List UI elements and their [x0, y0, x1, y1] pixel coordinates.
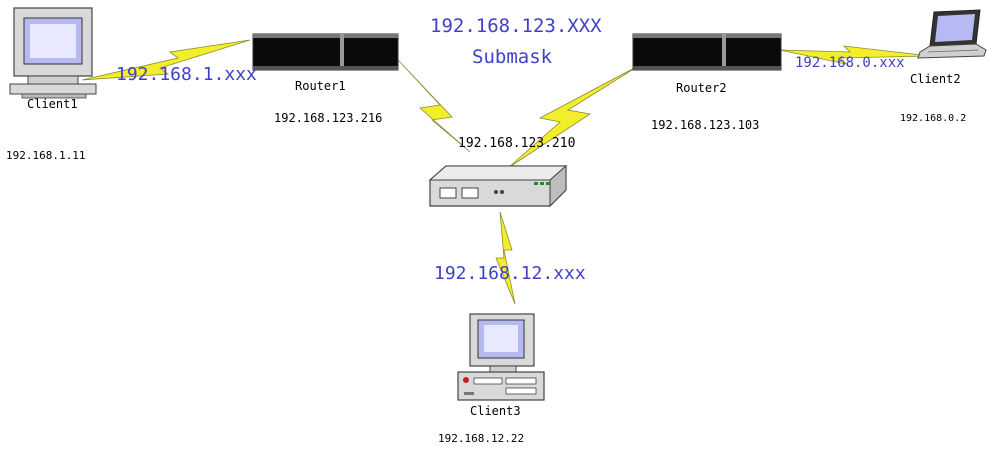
subnet-client2-label: 192.168.0.xxx [795, 55, 905, 71]
hub-switch-icon[interactable] [428, 164, 568, 208]
network-label: 192.168.123.XXX [430, 15, 602, 37]
client2-laptop-icon[interactable] [917, 9, 987, 59]
submask-label: Submask [472, 46, 553, 68]
router2-label: Router2 [676, 81, 727, 95]
router1-label: Router1 [295, 79, 346, 93]
link-client1-router1 [81, 39, 251, 81]
client3-computer-icon[interactable] [457, 313, 545, 401]
router2-icon[interactable] [632, 33, 782, 71]
subnet-client3-label: 192.168.12.xxx [434, 263, 586, 284]
link-router2-hub [507, 64, 641, 169]
router1-ip: 192.168.123.216 [274, 111, 382, 125]
router1-icon[interactable] [252, 33, 399, 71]
hub-ip: 192.168.123.210 [458, 136, 575, 151]
client1-label: Client1 [27, 97, 78, 111]
client2-label: Client2 [910, 72, 961, 86]
client1-computer-icon[interactable] [9, 7, 97, 99]
client3-ip: 192.168.12.22 [438, 432, 524, 445]
router2-ip: 192.168.123.103 [651, 118, 759, 132]
client3-label: Client3 [470, 404, 521, 418]
client2-ip: 192.168.0.2 [900, 113, 966, 124]
subnet-client1-label: 192.168.1.xxx [116, 64, 257, 85]
client1-ip: 192.168.1.11 [6, 149, 85, 162]
link-hub-client3 [495, 211, 516, 305]
link-router1-hub [397, 59, 471, 153]
